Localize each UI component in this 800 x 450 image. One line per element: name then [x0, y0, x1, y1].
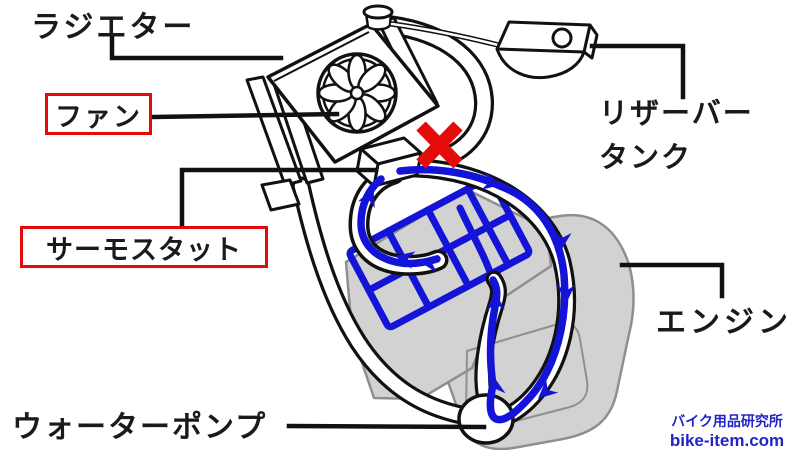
- water-pump-label: ウォーターポンプ: [12, 411, 268, 444]
- water-pump-illustration: [457, 393, 515, 445]
- radiator-frame-rail: [245, 75, 303, 187]
- radiator-label: ラジエター: [31, 11, 196, 44]
- fan-icon: [316, 52, 398, 134]
- site-credit: バイク用品研究所 bike-item.com: [656, 411, 798, 450]
- arrow-icon: [486, 291, 505, 311]
- radiator-frame-foot: [260, 178, 301, 212]
- fan-pointer: [151, 111, 340, 120]
- arrow-icon: [487, 376, 506, 397]
- overflow-tube: [389, 21, 501, 48]
- flow-arrows: [358, 172, 575, 399]
- arrow-icon: [553, 231, 572, 251]
- reservoir-pointer: [589, 43, 686, 100]
- reservoir-label-line1: リザーバー: [599, 98, 754, 130]
- radiator-pointer: [109, 33, 284, 61]
- arrow-icon: [358, 187, 375, 209]
- water-pump-pointer: [286, 423, 487, 430]
- reservoir-tank-illustration: [495, 20, 599, 80]
- fan-label: ファン: [45, 93, 152, 135]
- fan-label-text: ファン: [55, 101, 142, 132]
- radiator-illustration: [245, 4, 440, 212]
- thermostat-pointer: [179, 167, 379, 230]
- arrow-icon: [395, 251, 416, 269]
- engine-pointer: [619, 262, 725, 299]
- arrow-icon: [419, 254, 439, 273]
- reservoir-label-line2: タンク: [599, 142, 693, 174]
- label-pointer-lines: [109, 33, 725, 430]
- arrow-icon: [481, 172, 502, 190]
- reservoir-tank-label: リザーバー タンク: [599, 92, 754, 180]
- site-name: バイク用品研究所: [671, 413, 783, 429]
- site-url: bike-item.com: [669, 431, 785, 450]
- reservoir-filler-hole: [551, 27, 573, 49]
- radiator-cap: [362, 4, 394, 31]
- engine-label: エンジン: [656, 306, 792, 339]
- thermostat-label: サーモスタット: [20, 226, 268, 268]
- arrow-icon: [538, 379, 559, 399]
- x-icon: [416, 121, 463, 169]
- arrow-icon: [557, 285, 575, 304]
- flow-bypass-arc: [486, 182, 569, 424]
- thermostat-label-text: サーモスタット: [46, 234, 242, 265]
